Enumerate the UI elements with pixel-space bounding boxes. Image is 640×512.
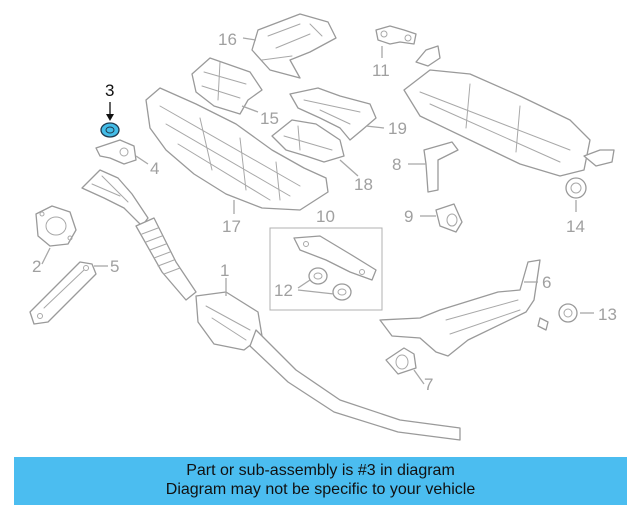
part-6-center-muffler[interactable] — [379, 259, 549, 357]
part-11-bracket[interactable] — [375, 25, 417, 45]
part-2-gasket[interactable] — [35, 205, 77, 247]
banner-line-2: Diagram may not be specific to your vehi… — [165, 481, 476, 498]
part-3-nut-highlighted[interactable] — [100, 122, 120, 138]
callout-8: 8 — [392, 155, 401, 174]
callout-12: 12 — [274, 281, 293, 300]
part-13-rubber-mount[interactable] — [558, 303, 578, 323]
callout-2: 2 — [32, 257, 41, 276]
callout-17: 17 — [222, 217, 241, 236]
part-8-pipe[interactable] — [423, 141, 459, 193]
part-7-clamp[interactable] — [385, 347, 417, 375]
part-17-main-heat-shield[interactable] — [145, 87, 329, 211]
callout-16: 16 — [218, 30, 237, 49]
part-15-heat-shield[interactable] — [191, 57, 263, 115]
callout-19: 19 — [388, 119, 407, 138]
part-14-rubber-mount[interactable] — [565, 177, 587, 199]
part-info-banner: Part or sub-assembly is #3 in diagram Di… — [14, 457, 627, 505]
part-10-hanger-bracket[interactable] — [293, 235, 377, 281]
part-18-heat-shield[interactable] — [271, 119, 345, 163]
part-5-bracket[interactable] — [29, 261, 97, 325]
callout-10: 10 — [316, 207, 335, 226]
banner-line-1: Part or sub-assembly is #3 in diagram — [186, 462, 455, 479]
callout-1: 1 — [220, 261, 229, 280]
part-19-shield[interactable] — [289, 87, 377, 141]
part-4-flange[interactable] — [95, 139, 137, 165]
callout-5: 5 — [110, 257, 119, 276]
callout-6: 6 — [542, 273, 551, 292]
callout-13: 13 — [598, 305, 617, 324]
callout-3: 3 — [105, 81, 114, 100]
callout-4: 4 — [150, 159, 159, 178]
callout-18: 18 — [354, 175, 373, 194]
callout-9: 9 — [404, 207, 413, 226]
callout-11: 11 — [372, 61, 390, 80]
callout-7: 7 — [424, 375, 433, 394]
part-12-rubber-mount[interactable] — [308, 267, 352, 301]
callout-15: 15 — [260, 109, 279, 128]
part-16-heat-shield[interactable] — [251, 13, 337, 79]
exhaust-parts-diagram: 16 11 15 19 18 17 3 — [29, 13, 617, 441]
part-9-clamp[interactable] — [435, 203, 463, 233]
callout-14: 14 — [566, 217, 585, 236]
rear-muffler-assembly[interactable] — [403, 45, 615, 177]
part-1-front-pipe[interactable] — [81, 169, 461, 441]
